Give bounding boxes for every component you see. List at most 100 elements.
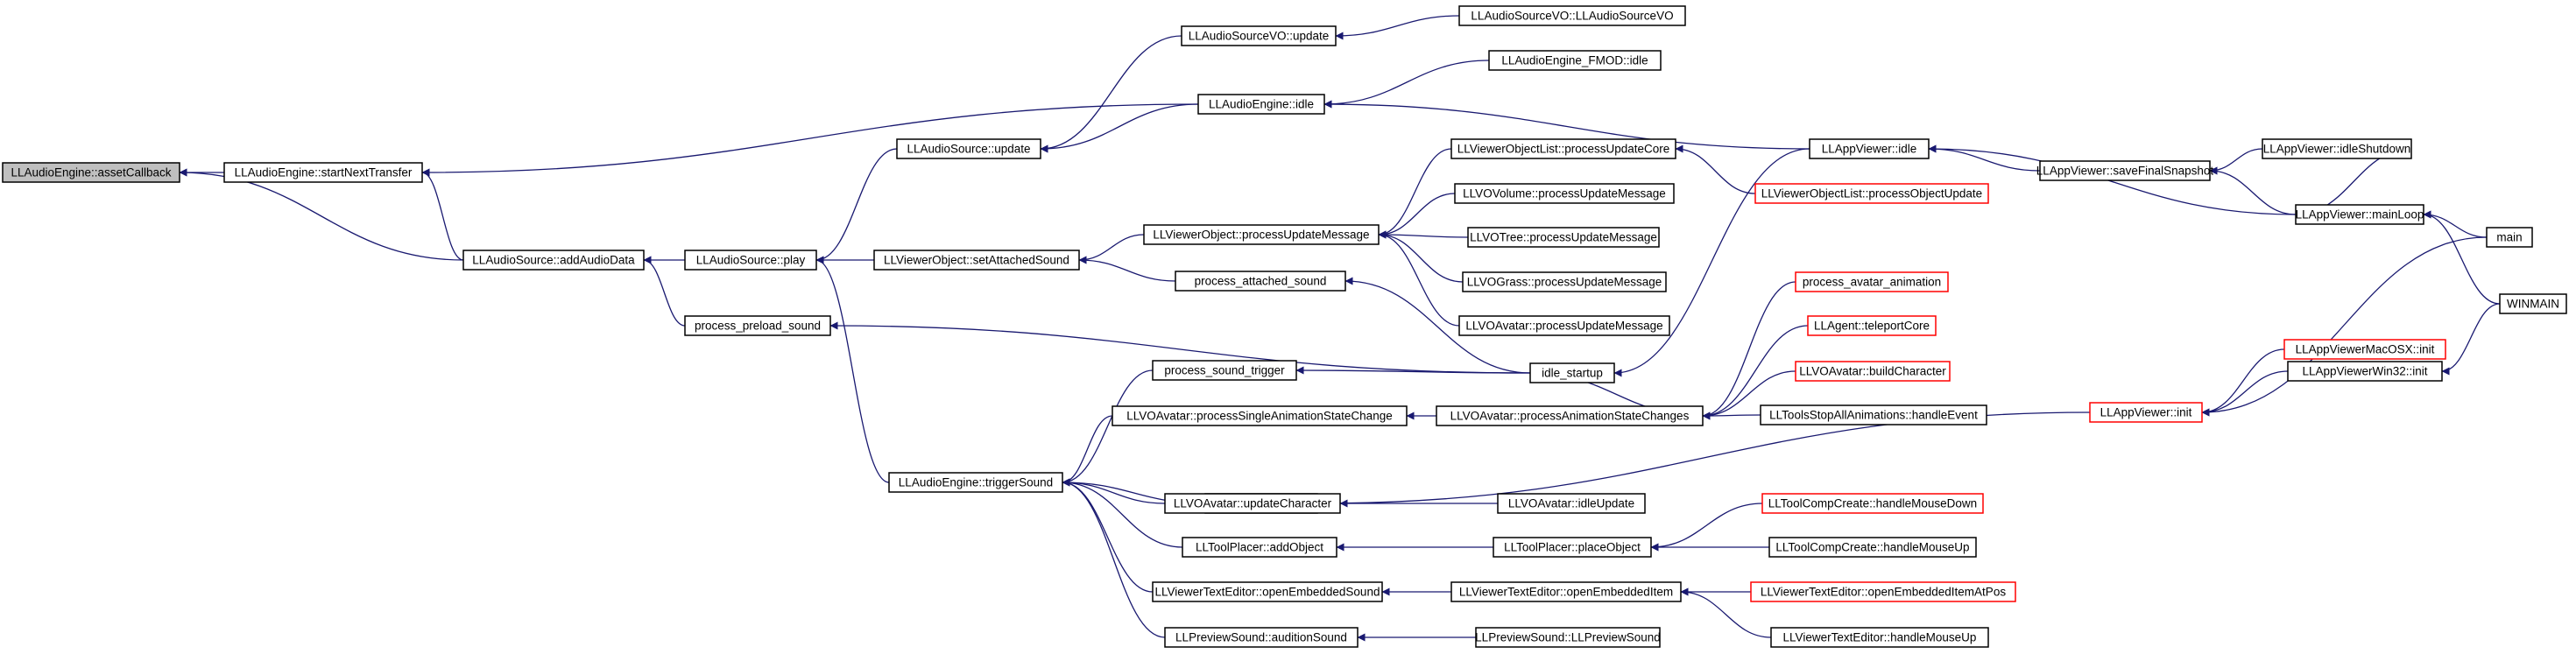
node-saveSnap[interactable]: LLAppViewer::saveFinalSnapshot	[2036, 160, 2214, 181]
node-trigSound[interactable]: LLAudioEngine::triggerSound	[888, 472, 1063, 493]
node-openEmbAtPos[interactable]: LLViewerTextEditor::openEmbeddedItemAtPo…	[1750, 581, 2016, 602]
node-label: LLAudioEngine::startNextTransfer	[235, 166, 413, 179]
node-aeIdle[interactable]: LLAudioEngine::idle	[1197, 94, 1325, 115]
node-macInit[interactable]: LLAppViewerMacOSX::init	[2283, 339, 2446, 360]
node-buildChar[interactable]: LLVOAvatar::buildCharacter	[1795, 361, 1951, 382]
node-label: LLAppViewer::idleShutdown	[2263, 143, 2411, 156]
node-label: LLToolCompCreate::handleMouseDown	[1768, 497, 1977, 510]
edge-win32Init-to-appInit	[2201, 370, 2289, 417]
edge-winmain-to-win32Init	[2441, 303, 2501, 376]
node-mainLoop[interactable]: LLAppViewer::mainLoop	[2295, 204, 2424, 225]
node-label: LLToolCompCreate::handleMouseUp	[1775, 541, 1969, 554]
node-volUpd[interactable]: LLVOVolume::processUpdateMessage	[1454, 183, 1675, 204]
edge-audition-to-trigSound	[1062, 478, 1166, 638]
node-avatarUpd[interactable]: LLVOAvatar::processUpdateMessage	[1458, 315, 1670, 336]
node-stopAnims[interactable]: LLToolsStopAllAnimations::handleEvent	[1760, 404, 1987, 425]
node-box	[1462, 271, 1667, 292]
edge-main-to-mainLoop	[2423, 210, 2488, 238]
edge-idleStartup-to-procSndTrig	[1295, 366, 1531, 375]
edge-procUpdMsg-to-setAttached	[1078, 234, 1145, 264]
node-objListObj[interactable]: LLViewerObjectList::processObjectUpdate	[1754, 183, 1989, 204]
node-box	[684, 315, 831, 336]
node-openEmbItem[interactable]: LLViewerTextEditor::openEmbeddedItem	[1450, 581, 1682, 602]
node-grassUpd[interactable]: LLVOGrass::processUpdateMessage	[1462, 271, 1667, 292]
node-treeUpd[interactable]: LLVOTree::processUpdateMessage	[1467, 227, 1660, 248]
node-label: process_sound_trigger	[1164, 364, 1285, 377]
node-label: LLVOAvatar::updateCharacter	[1174, 497, 1332, 510]
node-avIdleUpd[interactable]: LLVOAvatar::idleUpdate	[1497, 493, 1646, 514]
edge-addAudio-to-startNext	[421, 168, 464, 261]
node-voUpdate[interactable]: LLAudioSourceVO::update	[1181, 25, 1337, 46]
node-label: LLAudioSource::addAudioData	[472, 254, 635, 267]
node-box	[2283, 339, 2446, 360]
node-label: LLAppViewer::idle	[1822, 143, 1917, 156]
node-label: LLPreviewSound::auditionSound	[1175, 631, 1347, 644]
node-box	[2262, 138, 2412, 159]
node-procAttached[interactable]: process_attached_sound	[1175, 271, 1346, 292]
edge-stopAnims-to-animChanges	[1702, 411, 1761, 420]
node-procSndTrig[interactable]: process_sound_trigger	[1152, 360, 1297, 381]
node-preload[interactable]: process_preload_sound	[684, 315, 831, 336]
node-placeObj[interactable]: LLToolPlacer::placeObject	[1493, 537, 1652, 558]
node-compDown[interactable]: LLToolCompCreate::handleMouseDown	[1761, 493, 1984, 514]
node-txtMouseUp[interactable]: LLViewerTextEditor::handleMouseUp	[1770, 627, 1989, 648]
node-box	[1454, 183, 1675, 204]
node-setAttached[interactable]: LLViewerObject::setAttachedSound	[873, 250, 1080, 271]
node-procAvAnim[interactable]: process_avatar_animation	[1795, 271, 1949, 292]
node-label: LLVOAvatar::idleUpdate	[1508, 497, 1634, 510]
node-addAudio[interactable]: LLAudioSource::addAudioData	[462, 250, 645, 271]
node-idleStartup[interactable]: idle_startup	[1529, 362, 1615, 383]
node-label: LLAppViewer::mainLoop	[2296, 208, 2424, 222]
node-box	[1760, 404, 1987, 425]
node-box	[1809, 138, 1930, 159]
node-openEmbSnd[interactable]: LLViewerTextEditor::openEmbeddedSound	[1152, 581, 1383, 602]
node-box	[1475, 627, 1661, 648]
node-compUp[interactable]: LLToolCompCreate::handleMouseUp	[1768, 537, 1977, 558]
node-box	[1768, 537, 1977, 558]
edge-main-to-appInit	[2201, 236, 2488, 417]
node-box	[2039, 160, 2211, 181]
edge-fmodIdle-to-aeIdle	[1323, 60, 1490, 109]
node-box	[1152, 360, 1297, 381]
node-animChanges[interactable]: LLVOAvatar::processAnimationStateChanges	[1436, 405, 1704, 426]
node-prevCtor[interactable]: LLPreviewSound::LLPreviewSound	[1475, 627, 1661, 648]
node-fmodIdle[interactable]: LLAudioEngine_FMOD::idle	[1488, 50, 1662, 71]
node-winmain[interactable]: WINMAIN	[2499, 293, 2567, 314]
node-singleAnim[interactable]: LLVOAvatar::processSingleAnimationStateC…	[1112, 405, 1408, 426]
edge-teleport-to-animChanges	[1702, 325, 1809, 420]
node-label: LLToolPlacer::placeObject	[1504, 541, 1641, 554]
node-audition[interactable]: LLPreviewSound::auditionSound	[1164, 627, 1359, 648]
edge-volUpd-to-procUpdMsg	[1378, 193, 1456, 239]
node-main[interactable]: main	[2486, 227, 2533, 248]
node-label: process_avatar_animation	[1803, 276, 1941, 289]
node-box	[2295, 204, 2424, 225]
node-box	[1754, 183, 1989, 204]
node-label: WINMAIN	[2507, 298, 2559, 311]
node-play[interactable]: LLAudioSource::play	[684, 250, 817, 271]
edge-updChar-to-trigSound	[1062, 478, 1166, 504]
node-updChar[interactable]: LLVOAvatar::updateCharacter	[1164, 493, 1341, 514]
node-objListCore[interactable]: LLViewerObjectList::processUpdateCore	[1450, 138, 1676, 159]
node-box	[684, 250, 817, 271]
node-voCtor[interactable]: LLAudioSourceVO::LLAudioSourceVO	[1458, 5, 1686, 26]
node-startNext[interactable]: LLAudioEngine::startNextTransfer	[223, 162, 423, 183]
node-box	[2486, 227, 2533, 248]
node-teleport[interactable]: LLAgent::teleportCore	[1807, 315, 1937, 336]
node-win32Init[interactable]: LLAppViewerWin32::init	[2287, 361, 2443, 382]
node-label: LLVOAvatar::buildCharacter	[1799, 365, 1946, 378]
node-root[interactable]: LLAudioEngine::assetCallback	[2, 162, 180, 183]
node-addObj[interactable]: LLToolPlacer::addObject	[1182, 537, 1337, 558]
node-label: LLVOAvatar::processUpdateMessage	[1465, 320, 1662, 333]
node-srcUpdate[interactable]: LLAudioSource::update	[896, 138, 1041, 159]
node-label: LLToolPlacer::addObject	[1196, 541, 1323, 554]
node-label: main	[2496, 231, 2522, 244]
edge-appInit-to-uiAudio	[1316, 411, 2091, 508]
node-procUpdMsg[interactable]: LLViewerObject::processUpdateMessage	[1143, 224, 1380, 245]
edge-procSndTrig-to-trigSound	[1062, 369, 1154, 487]
node-label: LLAudioEngine_FMOD::idle	[1501, 54, 1648, 67]
node-idleShutdown[interactable]: LLAppViewer::idleShutdown	[2262, 138, 2412, 159]
node-appInit[interactable]: LLAppViewer::init	[2089, 402, 2203, 423]
node-box	[1529, 362, 1615, 383]
node-appIdle[interactable]: LLAppViewer::idle	[1809, 138, 1930, 159]
node-label: LLAudioSourceVO::update	[1189, 30, 1330, 43]
